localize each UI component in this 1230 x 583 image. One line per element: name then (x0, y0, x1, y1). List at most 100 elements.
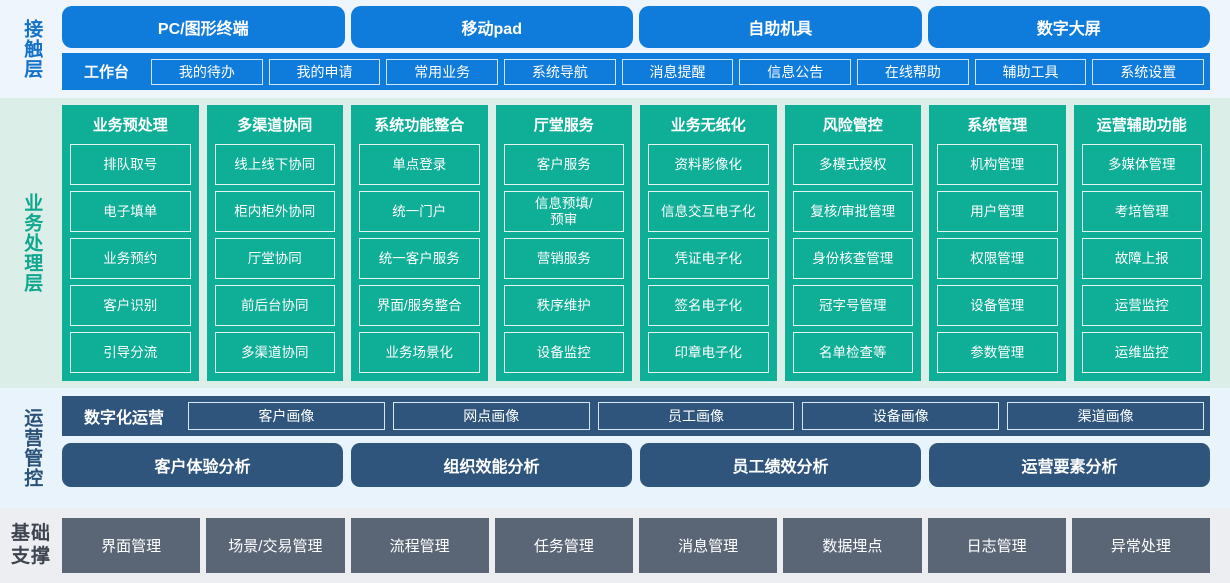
business-cell[interactable]: 界面/服务整合 (359, 285, 480, 326)
business-cell[interactable]: 秩序维护 (503, 285, 624, 326)
foundation-row: 界面管理 场景/交易管理 流程管理 任务管理 消息管理 数据埋点 日志管理 异常… (62, 518, 1210, 573)
foundation-layer-label-text: 基础支撑 (10, 523, 51, 567)
business-cell[interactable]: 单点登录 (359, 144, 480, 185)
business-cell[interactable]: 身份核查管理 (792, 238, 913, 279)
business-cell[interactable]: 线上线下协同 (214, 144, 335, 185)
workbench-item-todo[interactable]: 我的待办 (151, 58, 263, 85)
workbench-item-system-nav[interactable]: 系统导航 (504, 58, 616, 85)
column-title: 系统功能整合 (374, 117, 465, 134)
business-cell[interactable]: 客户识别 (70, 285, 191, 326)
channel-mobile-pad[interactable]: 移动pad (350, 6, 633, 49)
analysis-organization-efficiency[interactable]: 组织效能分析 (351, 443, 632, 487)
business-layer-label: 业务处理层 (0, 98, 62, 388)
foundation-process-management[interactable]: 流程管理 (350, 518, 489, 573)
business-cell[interactable]: 统一门户 (359, 191, 480, 232)
business-layer: 业务处理层 业务预处理 排队取号 电子填单 业务预约 客户识别 引导分流 多渠道… (0, 98, 1230, 388)
business-cell[interactable]: 运营监控 (1081, 285, 1202, 326)
business-cell[interactable]: 考培管理 (1081, 191, 1202, 232)
contact-layer-label-text: 接触层 (21, 19, 43, 79)
column-title: 业务无纸化 (670, 117, 746, 134)
business-column-preprocessing: 业务预处理 排队取号 电子填单 业务预约 客户识别 引导分流 (62, 105, 199, 381)
channel-digital-screen[interactable]: 数字大屏 (927, 6, 1210, 49)
foundation-layer: 基础支撑 界面管理 场景/交易管理 流程管理 任务管理 消息管理 数据埋点 日志… (0, 508, 1230, 583)
business-column-paperless: 业务无纸化 资料影像化 信息交互电子化 凭证电子化 签名电子化 印章电子化 (640, 105, 777, 381)
business-cell[interactable]: 业务预约 (70, 238, 191, 279)
business-cell[interactable]: 多渠道协同 (214, 332, 335, 373)
foundation-data-tracking[interactable]: 数据埋点 (783, 518, 922, 573)
business-column-hall-service: 厅堂服务 客户服务 信息预填/ 预审 营销服务 秩序维护 设备监控 (495, 105, 632, 381)
workbench-item-settings[interactable]: 系统设置 (1092, 58, 1205, 85)
analysis-operation-factors[interactable]: 运营要素分析 (929, 443, 1210, 487)
channel-pc[interactable]: PC/图形终端 (62, 6, 345, 49)
analysis-customer-experience[interactable]: 客户体验分析 (62, 443, 343, 487)
business-cell[interactable]: 运维监控 (1081, 332, 1202, 373)
column-title: 系统管理 (967, 117, 1028, 134)
foundation-layer-label: 基础支撑 (0, 508, 62, 583)
portrait-customer[interactable]: 客户画像 (188, 402, 385, 430)
business-cell[interactable]: 排队取号 (70, 144, 191, 185)
business-cell[interactable]: 资料影像化 (648, 144, 769, 185)
business-cell[interactable]: 设备管理 (937, 285, 1058, 326)
business-cell[interactable]: 客户服务 (503, 144, 624, 185)
portrait-employee[interactable]: 员工画像 (597, 402, 795, 430)
business-cell[interactable]: 复核/审批管理 (792, 191, 913, 232)
foundation-message-management[interactable]: 消息管理 (639, 518, 778, 573)
business-cell[interactable]: 设备监控 (503, 332, 624, 373)
business-cell[interactable]: 签名电子化 (648, 285, 769, 326)
business-cell[interactable]: 柜内柜外协同 (214, 191, 335, 232)
business-column-multichannel: 多渠道协同 线上线下协同 柜内柜外协同 厅堂协同 前后台协同 多渠道协同 (206, 105, 343, 381)
column-title: 业务预处理 (92, 117, 168, 134)
business-cell[interactable]: 多模式授权 (792, 144, 913, 185)
column-title: 运营辅助功能 (1096, 117, 1187, 134)
business-cell[interactable]: 前后台协同 (214, 285, 335, 326)
column-title: 厅堂服务 (533, 117, 594, 134)
workbench-item-message-alert[interactable]: 消息提醒 (621, 58, 734, 85)
business-cell[interactable]: 机构管理 (937, 144, 1058, 185)
business-cell[interactable]: 营销服务 (503, 238, 624, 279)
operations-layer-label-text: 运营管控 (21, 408, 43, 488)
business-cell[interactable]: 业务场景化 (359, 332, 480, 373)
business-cell[interactable]: 参数管理 (937, 332, 1058, 373)
business-cell[interactable]: 统一客户服务 (359, 238, 480, 279)
business-cell[interactable]: 多媒体管理 (1081, 144, 1202, 185)
foundation-task-management[interactable]: 任务管理 (494, 518, 633, 573)
operations-layer-label: 运营管控 (0, 388, 62, 508)
foundation-layer-body: 界面管理 场景/交易管理 流程管理 任务管理 消息管理 数据埋点 日志管理 异常… (62, 508, 1230, 583)
analysis-employee-performance[interactable]: 员工绩效分析 (640, 443, 921, 487)
portrait-channel[interactable]: 渠道画像 (1007, 402, 1204, 430)
digital-operations-row: 数字化运营 客户画像 网点画像 员工画像 设备画像 渠道画像 (62, 396, 1210, 436)
workbench-title: 工作台 (84, 64, 130, 82)
business-cell[interactable]: 引导分流 (70, 332, 191, 373)
analysis-row: 客户体验分析 组织效能分析 员工绩效分析 运营要素分析 (62, 443, 1210, 487)
workbench-item-announcement[interactable]: 信息公告 (739, 58, 852, 85)
foundation-log-management[interactable]: 日志管理 (927, 518, 1066, 573)
workbench-item-tools[interactable]: 辅助工具 (974, 58, 1087, 85)
contact-layer-label: 接触层 (0, 0, 62, 98)
business-cell[interactable]: 用户管理 (937, 191, 1058, 232)
foundation-scene-transaction-management[interactable]: 场景/交易管理 (206, 518, 345, 573)
business-cell[interactable]: 印章电子化 (648, 332, 769, 373)
foundation-ui-management[interactable]: 界面管理 (62, 518, 201, 573)
portrait-device[interactable]: 设备画像 (802, 402, 1000, 430)
business-cell[interactable]: 信息预填/ 预审 (503, 191, 624, 232)
workbench-item-application[interactable]: 我的申请 (268, 58, 381, 85)
business-cell[interactable]: 名单检查等 (792, 332, 913, 373)
foundation-exception-handling[interactable]: 异常处理 (1071, 518, 1210, 573)
business-cell[interactable]: 故障上报 (1081, 238, 1202, 279)
digital-operations-title: 数字化运营 (84, 410, 165, 427)
workbench-row: 工作台 我的待办 我的申请 常用业务 系统导航 消息提醒 信息公告 在线帮助 辅… (62, 53, 1210, 90)
channel-self-service[interactable]: 自助机具 (639, 6, 922, 49)
workbench-item-common-business[interactable]: 常用业务 (386, 58, 499, 85)
business-cell[interactable]: 信息交互电子化 (648, 191, 769, 232)
business-cell[interactable]: 凭证电子化 (648, 238, 769, 279)
portrait-branch[interactable]: 网点画像 (392, 402, 590, 430)
contact-layer-body: PC/图形终端 移动pad 自助机具 数字大屏 工作台 我的待办 我的申请 常用… (62, 0, 1230, 98)
business-column-system-management: 系统管理 机构管理 用户管理 权限管理 设备管理 参数管理 (929, 105, 1066, 381)
business-layer-label-text: 业务处理层 (21, 193, 43, 293)
business-cell[interactable]: 厅堂协同 (214, 238, 335, 279)
business-cell[interactable]: 冠字号管理 (792, 285, 913, 326)
business-cell[interactable]: 权限管理 (937, 238, 1058, 279)
business-cell[interactable]: 电子填单 (70, 191, 191, 232)
workbench-item-online-help[interactable]: 在线帮助 (857, 58, 969, 85)
